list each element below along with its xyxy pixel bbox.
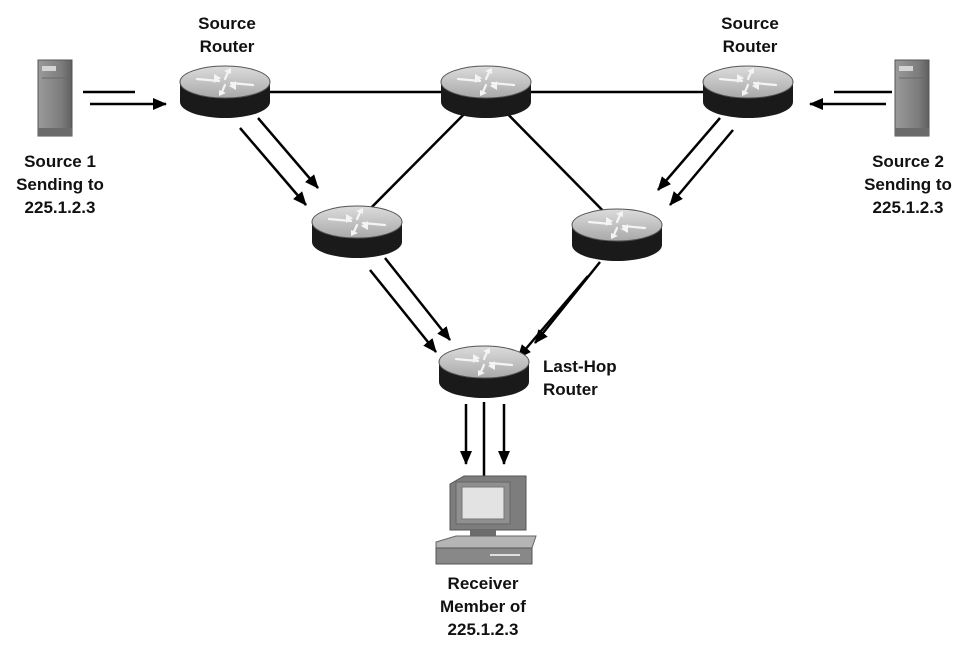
arrow-icon xyxy=(369,269,437,353)
arrow-icon xyxy=(517,275,589,359)
router-icon xyxy=(437,344,531,400)
traffic-arrows xyxy=(90,98,886,465)
arrow-icon xyxy=(534,261,601,344)
router-icon xyxy=(310,204,404,260)
source1-label: Source 1 Sending to 225.1.2.3 xyxy=(16,152,104,217)
arrow-icon xyxy=(239,127,307,206)
router-icon xyxy=(439,64,533,120)
workstation-icon xyxy=(435,475,537,565)
arrow-icon xyxy=(657,117,721,191)
source2-label: Source 2 Sending to 225.1.2.3 xyxy=(864,152,952,217)
router-icon xyxy=(178,64,272,120)
receiver-label: Receiver Member of 225.1.2.3 xyxy=(440,574,526,639)
server-icon xyxy=(894,59,930,137)
source-router-right-label: Source Router xyxy=(721,14,779,56)
source-router-left-label: Source Router xyxy=(198,14,256,56)
router-icon xyxy=(701,64,795,120)
router-links xyxy=(83,90,892,476)
last-hop-router-label: Last-Hop Router xyxy=(543,357,617,399)
router-icon xyxy=(570,207,664,263)
server-icon xyxy=(37,59,73,137)
arrow-icon xyxy=(384,257,451,341)
arrow-icon xyxy=(257,117,319,189)
arrow-icon xyxy=(669,129,734,206)
